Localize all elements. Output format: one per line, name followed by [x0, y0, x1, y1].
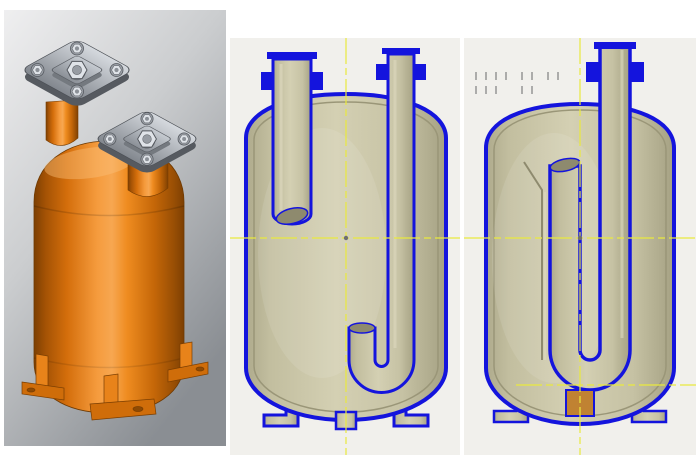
outlet-u-tube: [347, 48, 426, 394]
isometric-view-panel: [4, 10, 226, 446]
shell-inner-wall-line: [493, 109, 667, 417]
outlet-flange-right-block: [414, 64, 426, 80]
support-feet: [21, 341, 209, 421]
internal-baffle-edge: [523, 161, 543, 360]
center-origin-dot: [577, 235, 583, 241]
inlet-dip-tube: [261, 52, 323, 226]
hidden-line-ticks: [475, 72, 559, 94]
side-section-view-panel: [464, 38, 696, 455]
rear-nozzle-neck: [45, 99, 79, 146]
front-section-view-panel: [230, 38, 460, 455]
right-foot: [167, 341, 209, 383]
inlet-flange-right-block: [311, 72, 323, 90]
u-tube-open-end: [348, 322, 376, 334]
center-origin-dot: [343, 235, 349, 241]
tube-open-end: [275, 207, 309, 225]
nozzle-flange-left-block: [586, 62, 600, 82]
outlet-flange-left-block: [376, 64, 388, 80]
inlet-flange-left-block: [261, 72, 273, 90]
outlet-flange-cap: [382, 48, 420, 54]
inlet-flange-cap: [267, 52, 317, 59]
weld-seam-bottom: [33, 357, 185, 369]
weld-seam-top: [33, 205, 185, 217]
nozzle-flange-cap: [594, 42, 636, 49]
nozzle-flange-right-block: [630, 62, 644, 82]
front-foot: [89, 373, 157, 421]
left-foot: [21, 353, 65, 401]
